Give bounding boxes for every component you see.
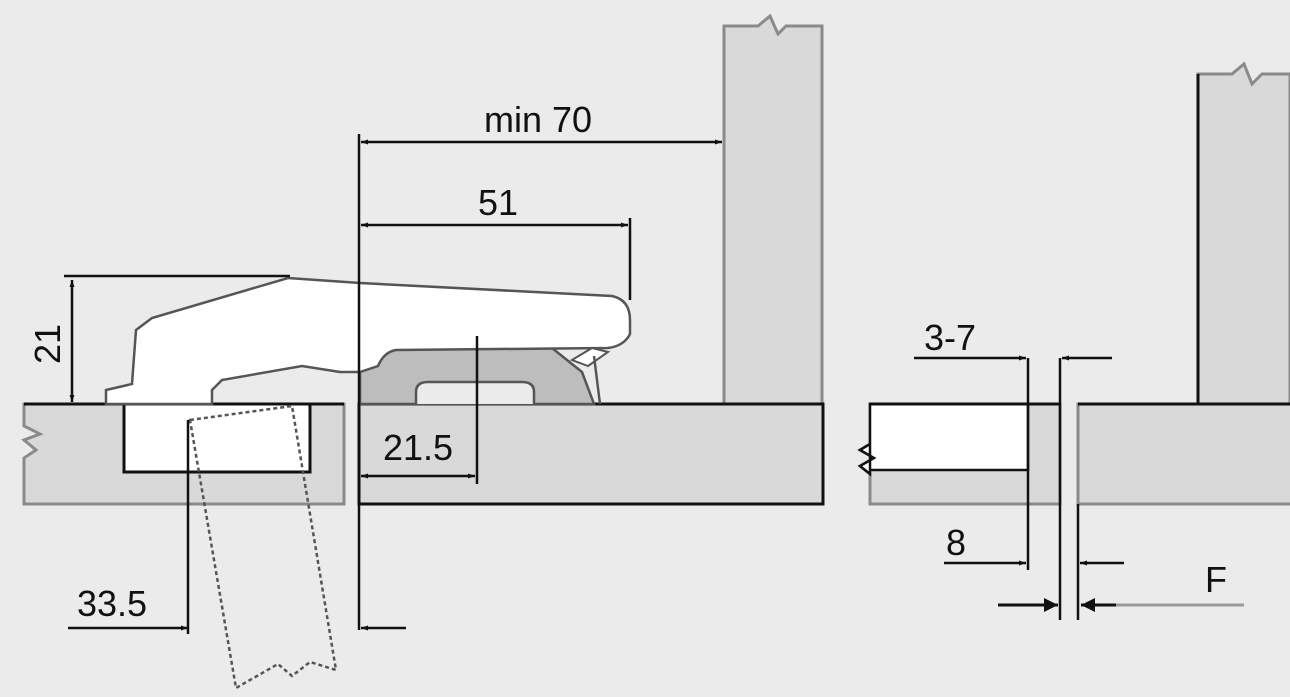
label-21-5: 21.5 (383, 427, 453, 468)
label-3-7: 3-7 (924, 317, 976, 358)
side-panel-right (1196, 61, 1290, 406)
hinge-cup (122, 402, 312, 474)
label-force: F (1205, 559, 1227, 600)
label-min-70: min 70 (484, 99, 592, 140)
label-33-5: 33.5 (77, 583, 147, 624)
carcass-panel-right (1076, 402, 1290, 506)
carcass-panel (357, 402, 825, 506)
hinge-arm (104, 276, 632, 406)
label-21: 21 (27, 324, 68, 364)
label-8: 8 (946, 522, 966, 563)
label-51: 51 (478, 182, 518, 223)
open-cup-outline (188, 404, 338, 690)
side-panel-left (722, 13, 824, 406)
